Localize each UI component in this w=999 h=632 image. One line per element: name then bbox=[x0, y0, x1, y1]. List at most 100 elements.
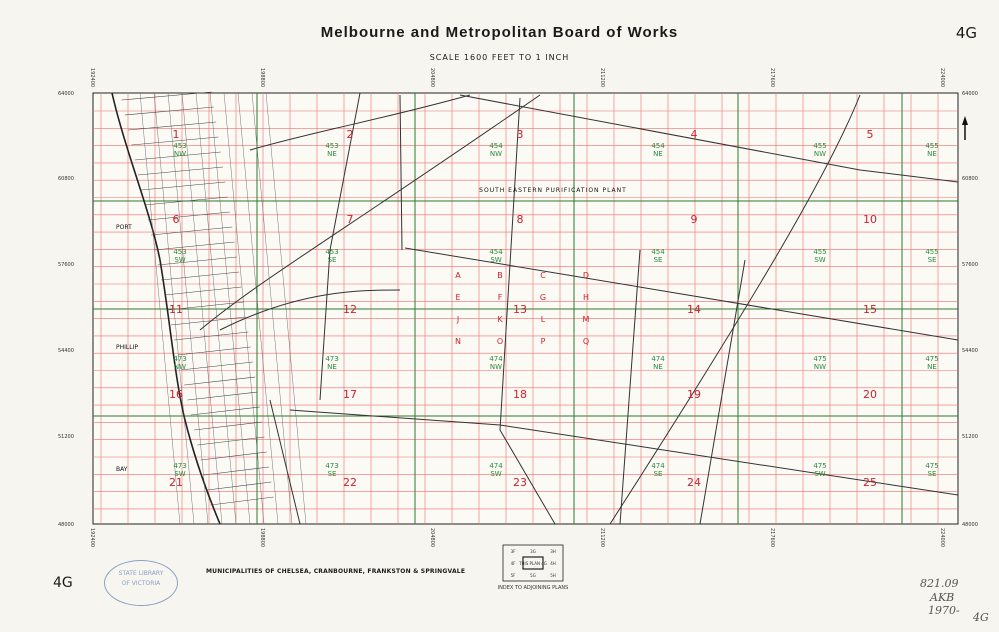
street bbox=[167, 92, 209, 525]
sheet-number: 11 bbox=[169, 303, 183, 316]
sheet-ref-number: 455 bbox=[925, 248, 938, 256]
easting-label-bottom: 211200 bbox=[599, 528, 605, 547]
northing-label-left: 60800 bbox=[58, 176, 74, 182]
subgrid-letter: F bbox=[498, 293, 503, 302]
sheet-number: 1 bbox=[173, 128, 180, 141]
call-number: 821.09 bbox=[920, 577, 959, 590]
street bbox=[187, 391, 258, 401]
road bbox=[699, 259, 746, 525]
subgrid-letter: A bbox=[455, 271, 461, 280]
street bbox=[209, 92, 251, 525]
sheet-ref-number: 475 bbox=[813, 355, 826, 363]
easting-label-bottom: 192400 bbox=[89, 528, 95, 547]
easting-label-top: 192400 bbox=[89, 68, 95, 87]
sheet-ref-quadrant: NE bbox=[327, 150, 337, 158]
road bbox=[619, 249, 641, 525]
subgrid-letter: P bbox=[541, 337, 546, 346]
sheet-ref-number: 453 bbox=[173, 248, 186, 256]
sheet-ref-number: 475 bbox=[813, 462, 826, 470]
subgrid-letter: D bbox=[583, 271, 589, 280]
index-caption: INDEX TO ADJOINING PLANS bbox=[498, 585, 569, 591]
sheet-number: 3 bbox=[517, 128, 524, 141]
street bbox=[200, 451, 267, 461]
street bbox=[184, 376, 256, 386]
street bbox=[144, 196, 228, 206]
street bbox=[223, 92, 265, 525]
sheet-number: 6 bbox=[173, 213, 180, 226]
sheet-ref-quadrant: NW bbox=[814, 363, 826, 371]
subgrid-letter: H bbox=[583, 293, 589, 302]
street bbox=[154, 241, 235, 251]
subgrid-letter: C bbox=[540, 271, 546, 280]
northing-label-right: 51200 bbox=[962, 434, 978, 440]
subgrid-letter: G bbox=[540, 293, 546, 302]
sheet-ref-number: 453 bbox=[325, 142, 338, 150]
sheet-number: 19 bbox=[687, 388, 701, 401]
sheet-ref-quadrant: NW bbox=[174, 363, 186, 371]
sheet-number: 4 bbox=[691, 128, 698, 141]
street bbox=[161, 271, 240, 281]
sheet-ref-number: 475 bbox=[925, 355, 938, 363]
easting-label-bottom: 198800 bbox=[259, 528, 265, 547]
subgrid-letter: L bbox=[541, 315, 546, 324]
subgrid-letter: O bbox=[497, 337, 503, 346]
street bbox=[181, 92, 223, 525]
road bbox=[219, 289, 401, 331]
library-stamp: STATE LIBRARY OF VICTORIA bbox=[104, 560, 178, 606]
street bbox=[167, 301, 244, 311]
northing-label-right: 57600 bbox=[962, 262, 978, 268]
street bbox=[197, 436, 265, 446]
sheet-ref-quadrant: SE bbox=[928, 470, 937, 478]
plant-label: SOUTH EASTERN PURIFICATION PLANT bbox=[479, 187, 627, 194]
sheet-ref-number: 474 bbox=[651, 355, 665, 363]
street bbox=[195, 92, 237, 525]
sheet-ref-quadrant: SW bbox=[490, 256, 501, 264]
sheet-id-bottom: 4G bbox=[53, 575, 73, 591]
street bbox=[177, 346, 251, 356]
street bbox=[138, 166, 224, 176]
easting-label-bottom: 217600 bbox=[769, 528, 775, 547]
northing-label-left: 54400 bbox=[58, 348, 74, 354]
road bbox=[249, 94, 471, 151]
sheet-number: 8 bbox=[517, 213, 524, 226]
road bbox=[609, 94, 861, 525]
sheet-ref-quadrant: NW bbox=[814, 150, 826, 158]
sheet-ref-quadrant: NE bbox=[927, 150, 937, 158]
northing-label-right: 48000 bbox=[962, 522, 978, 528]
easting-label-bottom: 224000 bbox=[939, 528, 945, 547]
sheet-ref-number: 473 bbox=[173, 462, 186, 470]
map-scale: SCALE 1600 FEET TO 1 INCH bbox=[429, 53, 570, 62]
sheet-number: 2 bbox=[347, 128, 354, 141]
street bbox=[128, 121, 217, 131]
sheet-number: 15 bbox=[863, 303, 877, 316]
sheet-number: 20 bbox=[863, 388, 877, 401]
easting-label-top: 198800 bbox=[259, 68, 265, 87]
sheet-ref-number: 474 bbox=[651, 462, 665, 470]
sheet-number: 10 bbox=[863, 213, 877, 226]
index-cell-label: 5G bbox=[530, 573, 536, 578]
sheet-number: 13 bbox=[513, 303, 527, 316]
sheet-number: 5 bbox=[867, 128, 874, 141]
subgrid-letter: E bbox=[455, 293, 460, 302]
call-sheet: 4G bbox=[973, 611, 989, 624]
northing-label-left: 57600 bbox=[58, 262, 74, 268]
easting-label-top: 217600 bbox=[769, 68, 775, 87]
subgrid-letter: N bbox=[455, 337, 461, 346]
street bbox=[210, 496, 274, 506]
street bbox=[131, 136, 219, 146]
subgrid-letter: K bbox=[497, 315, 503, 324]
coastline bbox=[111, 92, 221, 525]
sheet-ref-quadrant: SW bbox=[174, 256, 185, 264]
road bbox=[459, 94, 959, 183]
sheet-ref-number: 454 bbox=[489, 248, 503, 256]
sheet-number: 18 bbox=[513, 388, 527, 401]
northing-label-right: 54400 bbox=[962, 348, 978, 354]
municipalities-note: MUNICIPALITIES OF CHELSEA, CRANBOURNE, F… bbox=[206, 568, 466, 575]
sheet-ref-quadrant: NE bbox=[327, 363, 337, 371]
sheet-ref-quadrant: SE bbox=[654, 256, 663, 264]
index-cell-label: 5H bbox=[550, 573, 556, 578]
sheet-ref-quadrant: NE bbox=[927, 363, 937, 371]
place-label-port: PORT bbox=[116, 224, 132, 231]
sheet-ref-quadrant: SE bbox=[328, 256, 337, 264]
